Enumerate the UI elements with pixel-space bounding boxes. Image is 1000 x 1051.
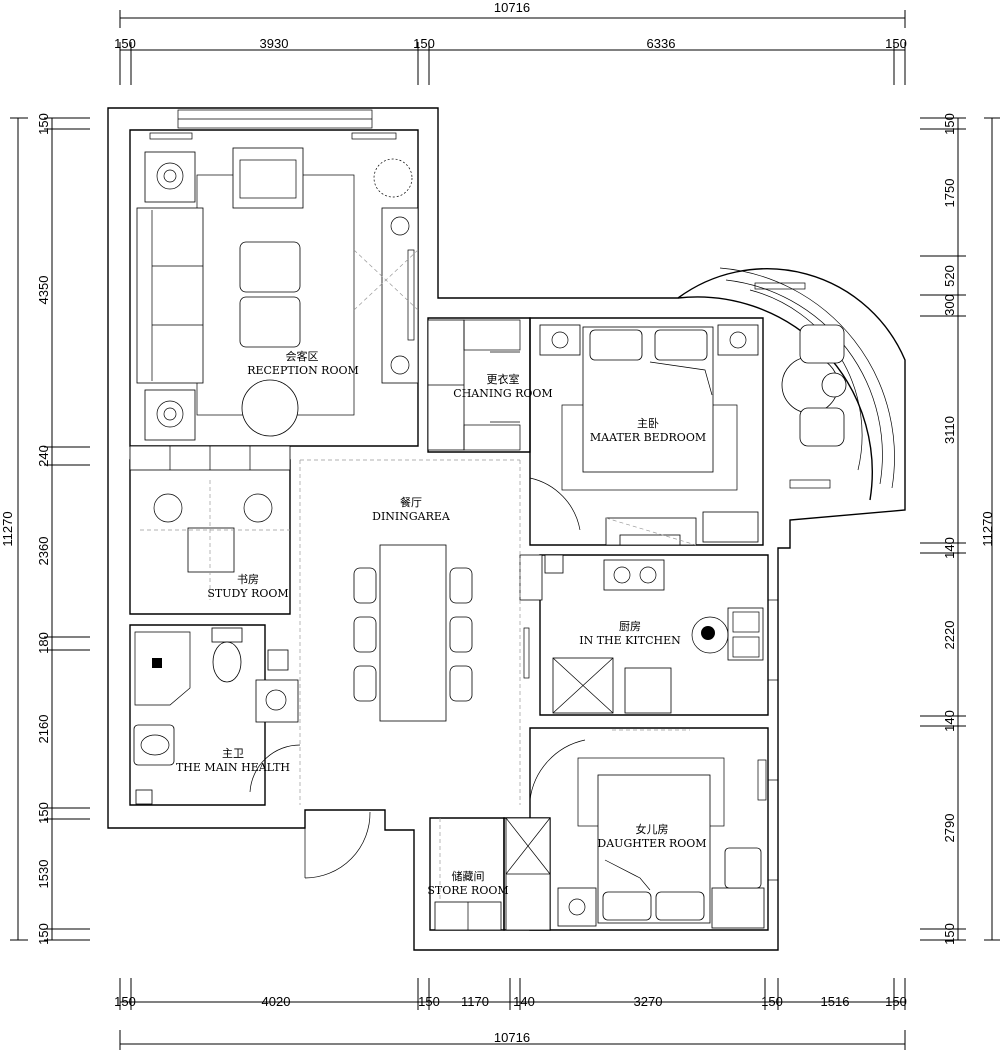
dim-right-seg-4: 300 bbox=[942, 294, 957, 316]
label-reception-cn: 会客区 bbox=[286, 349, 319, 363]
dim-top-seg-1: 150 bbox=[114, 36, 136, 51]
label-master-en: MAATER BEDROOM bbox=[590, 431, 706, 444]
dim-right-seg-7: 2220 bbox=[942, 621, 957, 650]
plant-icon bbox=[373, 158, 413, 198]
dining-furniture bbox=[299, 459, 521, 879]
dim-left-seg-9: 150 bbox=[36, 923, 51, 945]
dim-top-seg-4: 6336 bbox=[647, 36, 676, 51]
dim-left-seg-2: 4350 bbox=[36, 276, 51, 305]
daughter-room-furniture bbox=[529, 729, 767, 929]
label-master-cn: 主卧 bbox=[637, 417, 659, 430]
bathroom-fixtures bbox=[133, 627, 301, 805]
dim-right-seg-6: 140 bbox=[942, 537, 957, 559]
label-daughter-en: DAUGHTER ROOM bbox=[597, 837, 706, 850]
dim-left-seg-3: 240 bbox=[36, 445, 51, 467]
left-dimensions: 11270 150 4350 240 2360 180 2160 150 153… bbox=[0, 113, 90, 945]
dim-right-seg-1: 150 bbox=[942, 113, 957, 135]
dim-bottom-seg-8: 1516 bbox=[821, 994, 850, 1009]
reception-furniture bbox=[136, 132, 419, 441]
label-dining-cn: 餐厅 bbox=[400, 495, 422, 509]
top-dimensions: 10716 150 3930 150 6336 150 bbox=[114, 0, 907, 85]
label-study-en: STUDY ROOM bbox=[207, 587, 288, 600]
dim-left-seg-8: 1530 bbox=[36, 860, 51, 889]
changing-room-furniture bbox=[427, 319, 521, 451]
right-dimensions: 150 1750 520 300 3110 140 2220 140 2790 … bbox=[920, 113, 1000, 945]
dim-right-seg-2: 1750 bbox=[942, 179, 957, 208]
dim-bottom-seg-2: 4020 bbox=[262, 994, 291, 1009]
bottom-dimensions: 150 4020 150 1170 140 3270 150 1516 150 … bbox=[114, 978, 907, 1050]
label-kitchen-en: IN THE KITCHEN bbox=[579, 634, 681, 647]
dim-left-total: 11270 bbox=[0, 511, 15, 546]
dim-top-total: 10716 bbox=[494, 0, 530, 15]
dim-right-seg-10: 150 bbox=[942, 923, 957, 945]
label-store-cn: 储藏间 bbox=[452, 869, 485, 883]
label-bath-en: THE MAIN HEALTH bbox=[176, 761, 290, 774]
dim-bottom-total: 10716 bbox=[494, 1030, 530, 1045]
dim-bottom-seg-9: 150 bbox=[885, 994, 907, 1009]
dim-bottom-seg-6: 3270 bbox=[634, 994, 663, 1009]
master-bedroom-furniture bbox=[529, 282, 847, 546]
dim-left-seg-4: 2360 bbox=[36, 537, 51, 566]
label-bath-cn: 主卫 bbox=[222, 747, 244, 760]
exterior-walls bbox=[107, 107, 906, 951]
kitchen-fixtures bbox=[519, 554, 764, 714]
dim-top-seg-3: 150 bbox=[413, 36, 435, 51]
dim-right-seg-9: 2790 bbox=[942, 814, 957, 843]
dim-top-seg-5: 150 bbox=[885, 36, 907, 51]
study-furniture bbox=[129, 445, 291, 600]
dim-left-seg-6: 2160 bbox=[36, 715, 51, 744]
dim-bottom-seg-7: 150 bbox=[761, 994, 783, 1009]
dim-bottom-seg-4: 1170 bbox=[461, 994, 489, 1009]
label-reception-en: RECEPTION ROOM bbox=[247, 364, 359, 377]
dim-top-seg-2: 3930 bbox=[260, 36, 289, 51]
store-room-furniture bbox=[434, 817, 551, 931]
dim-bottom-seg-5: 140 bbox=[513, 994, 535, 1009]
dim-right-total: 11270 bbox=[980, 511, 995, 546]
label-kitchen-cn: 厨房 bbox=[619, 620, 641, 633]
dim-bottom-seg-3: 150 bbox=[418, 994, 440, 1009]
dim-bottom-seg-1: 150 bbox=[114, 994, 136, 1009]
dim-left-seg-7: 150 bbox=[36, 802, 51, 824]
dim-right-seg-5: 3110 bbox=[942, 416, 957, 444]
label-changing-en: CHANING ROOM bbox=[453, 387, 552, 400]
label-changing-cn: 更衣室 bbox=[487, 372, 520, 386]
room-labels: 会客区 RECEPTION ROOM 更衣室 CHANING ROOM 主卧 M… bbox=[176, 349, 707, 897]
dim-left-seg-5: 180 bbox=[36, 632, 51, 654]
label-daughter-cn: 女儿房 bbox=[636, 822, 669, 836]
label-dining-en: DININGAREA bbox=[372, 510, 451, 523]
dim-right-seg-3: 520 bbox=[942, 265, 957, 287]
label-store-en: STORE ROOM bbox=[427, 884, 508, 897]
label-study-cn: 书房 bbox=[237, 573, 259, 586]
dim-right-seg-8: 140 bbox=[942, 710, 957, 732]
dim-left-seg-1: 150 bbox=[36, 113, 51, 135]
